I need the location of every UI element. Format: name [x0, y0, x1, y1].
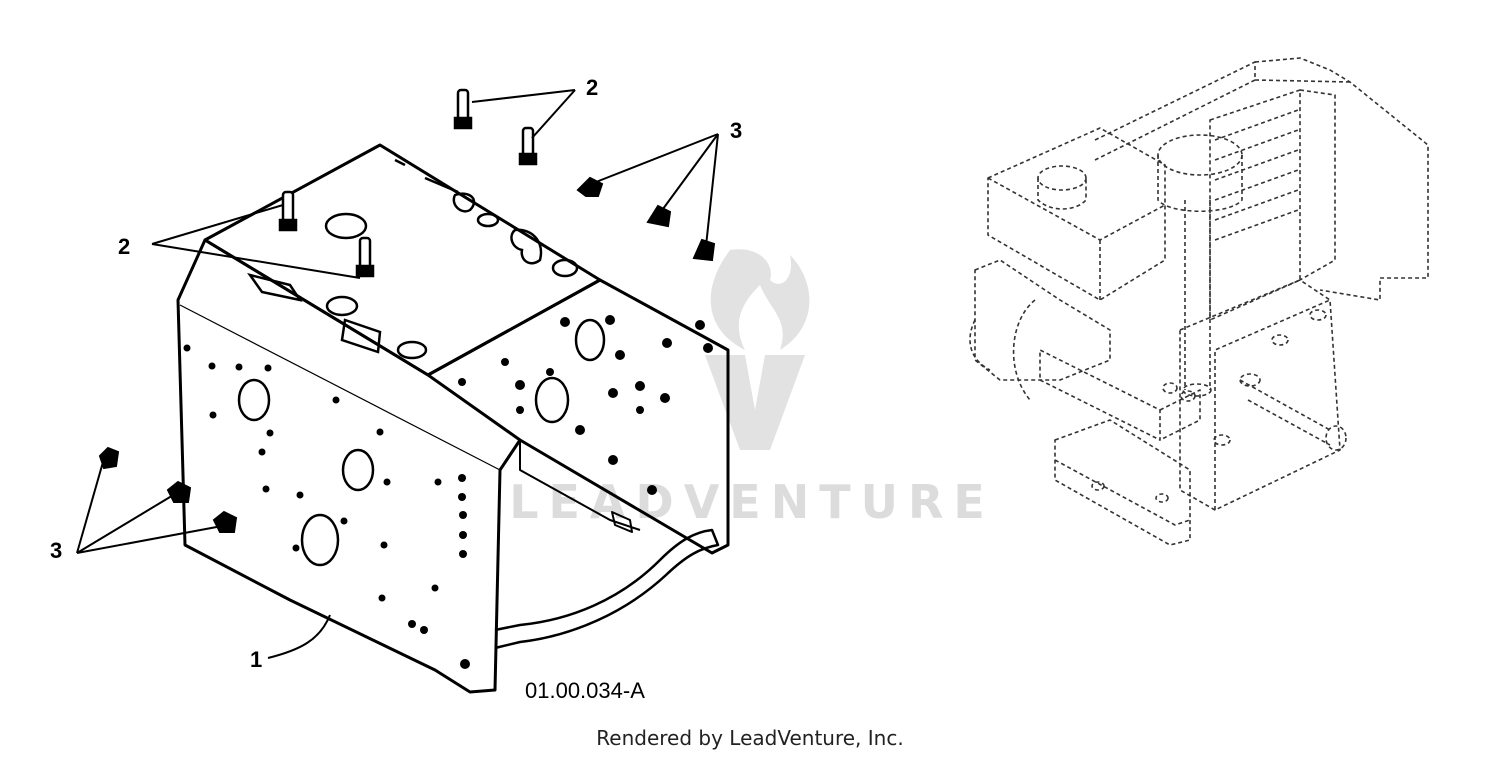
stud-bolt: [355, 236, 375, 278]
stud-bolt: [453, 88, 473, 130]
left-panel-holes: [183, 344, 470, 669]
right-panel-holes: [458, 315, 713, 495]
callout-2-left: 2: [118, 234, 130, 259]
push-fasteners: [98, 176, 716, 533]
stud-bolts: [278, 88, 538, 278]
engine-reference-dashed: [969, 57, 1429, 546]
frame-housing: [176, 143, 730, 694]
watermark-text: LEADVENTURE: [509, 475, 995, 529]
stud-bolt: [518, 126, 538, 166]
callout-3-top: 3: [730, 118, 742, 143]
leader-lines: [76, 89, 719, 659]
callout-1: 1: [250, 647, 262, 672]
stud-bolt: [278, 190, 298, 232]
top-panel-holes: [247, 158, 579, 360]
callout-3-bottom: 3: [50, 538, 62, 563]
render-credit: Rendered by LeadVenture, Inc.: [596, 726, 904, 750]
callout-2-top: 2: [586, 75, 598, 100]
leadventure-watermark: LEADVENTURE: [509, 249, 995, 529]
figure-code: 01.00.034-A: [525, 678, 645, 703]
